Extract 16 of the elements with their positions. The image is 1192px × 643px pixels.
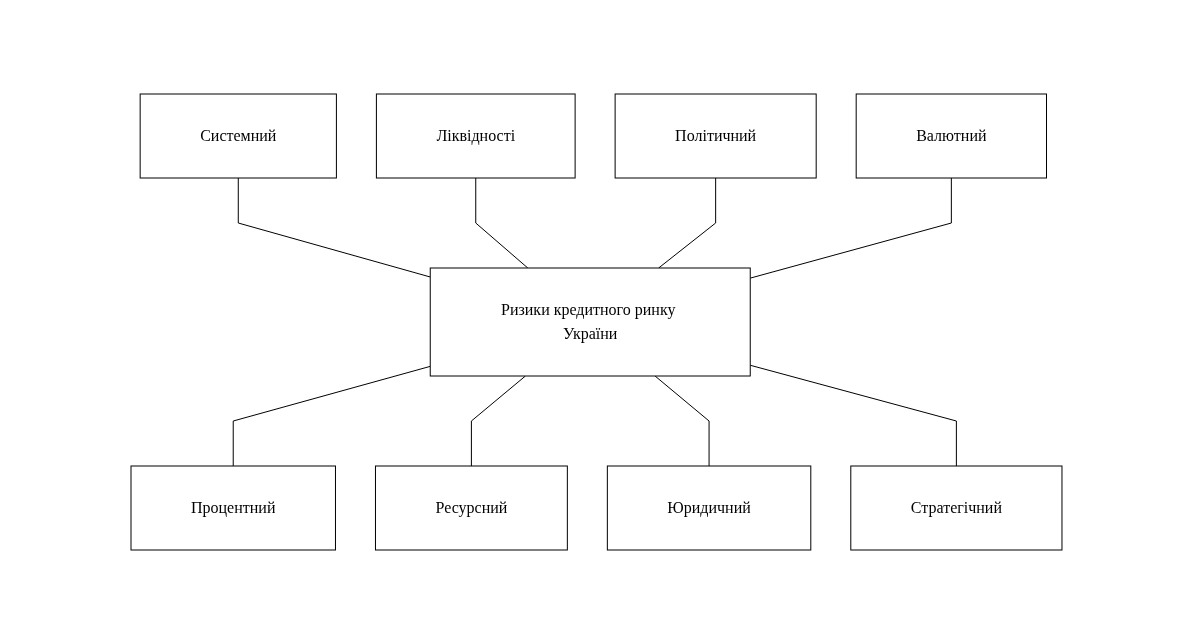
connector [749, 177, 952, 279]
connector [232, 365, 431, 466]
node-box: Валютний [855, 93, 1047, 178]
node-box: Системний [139, 93, 337, 178]
node-box: Ризики кредитного ринку України [429, 267, 751, 376]
node-box: Юридичний [606, 465, 811, 550]
node-box: Ресурсний [374, 465, 568, 550]
connector [237, 177, 431, 277]
connector [474, 177, 528, 268]
connector [654, 375, 710, 466]
connector [470, 375, 526, 466]
connector [749, 364, 957, 466]
node-box: Стратегічний [849, 465, 1062, 550]
node-box: Політичний [614, 93, 817, 178]
node-box: Ліквідності [375, 93, 576, 178]
node-box: Процентний [130, 465, 336, 550]
